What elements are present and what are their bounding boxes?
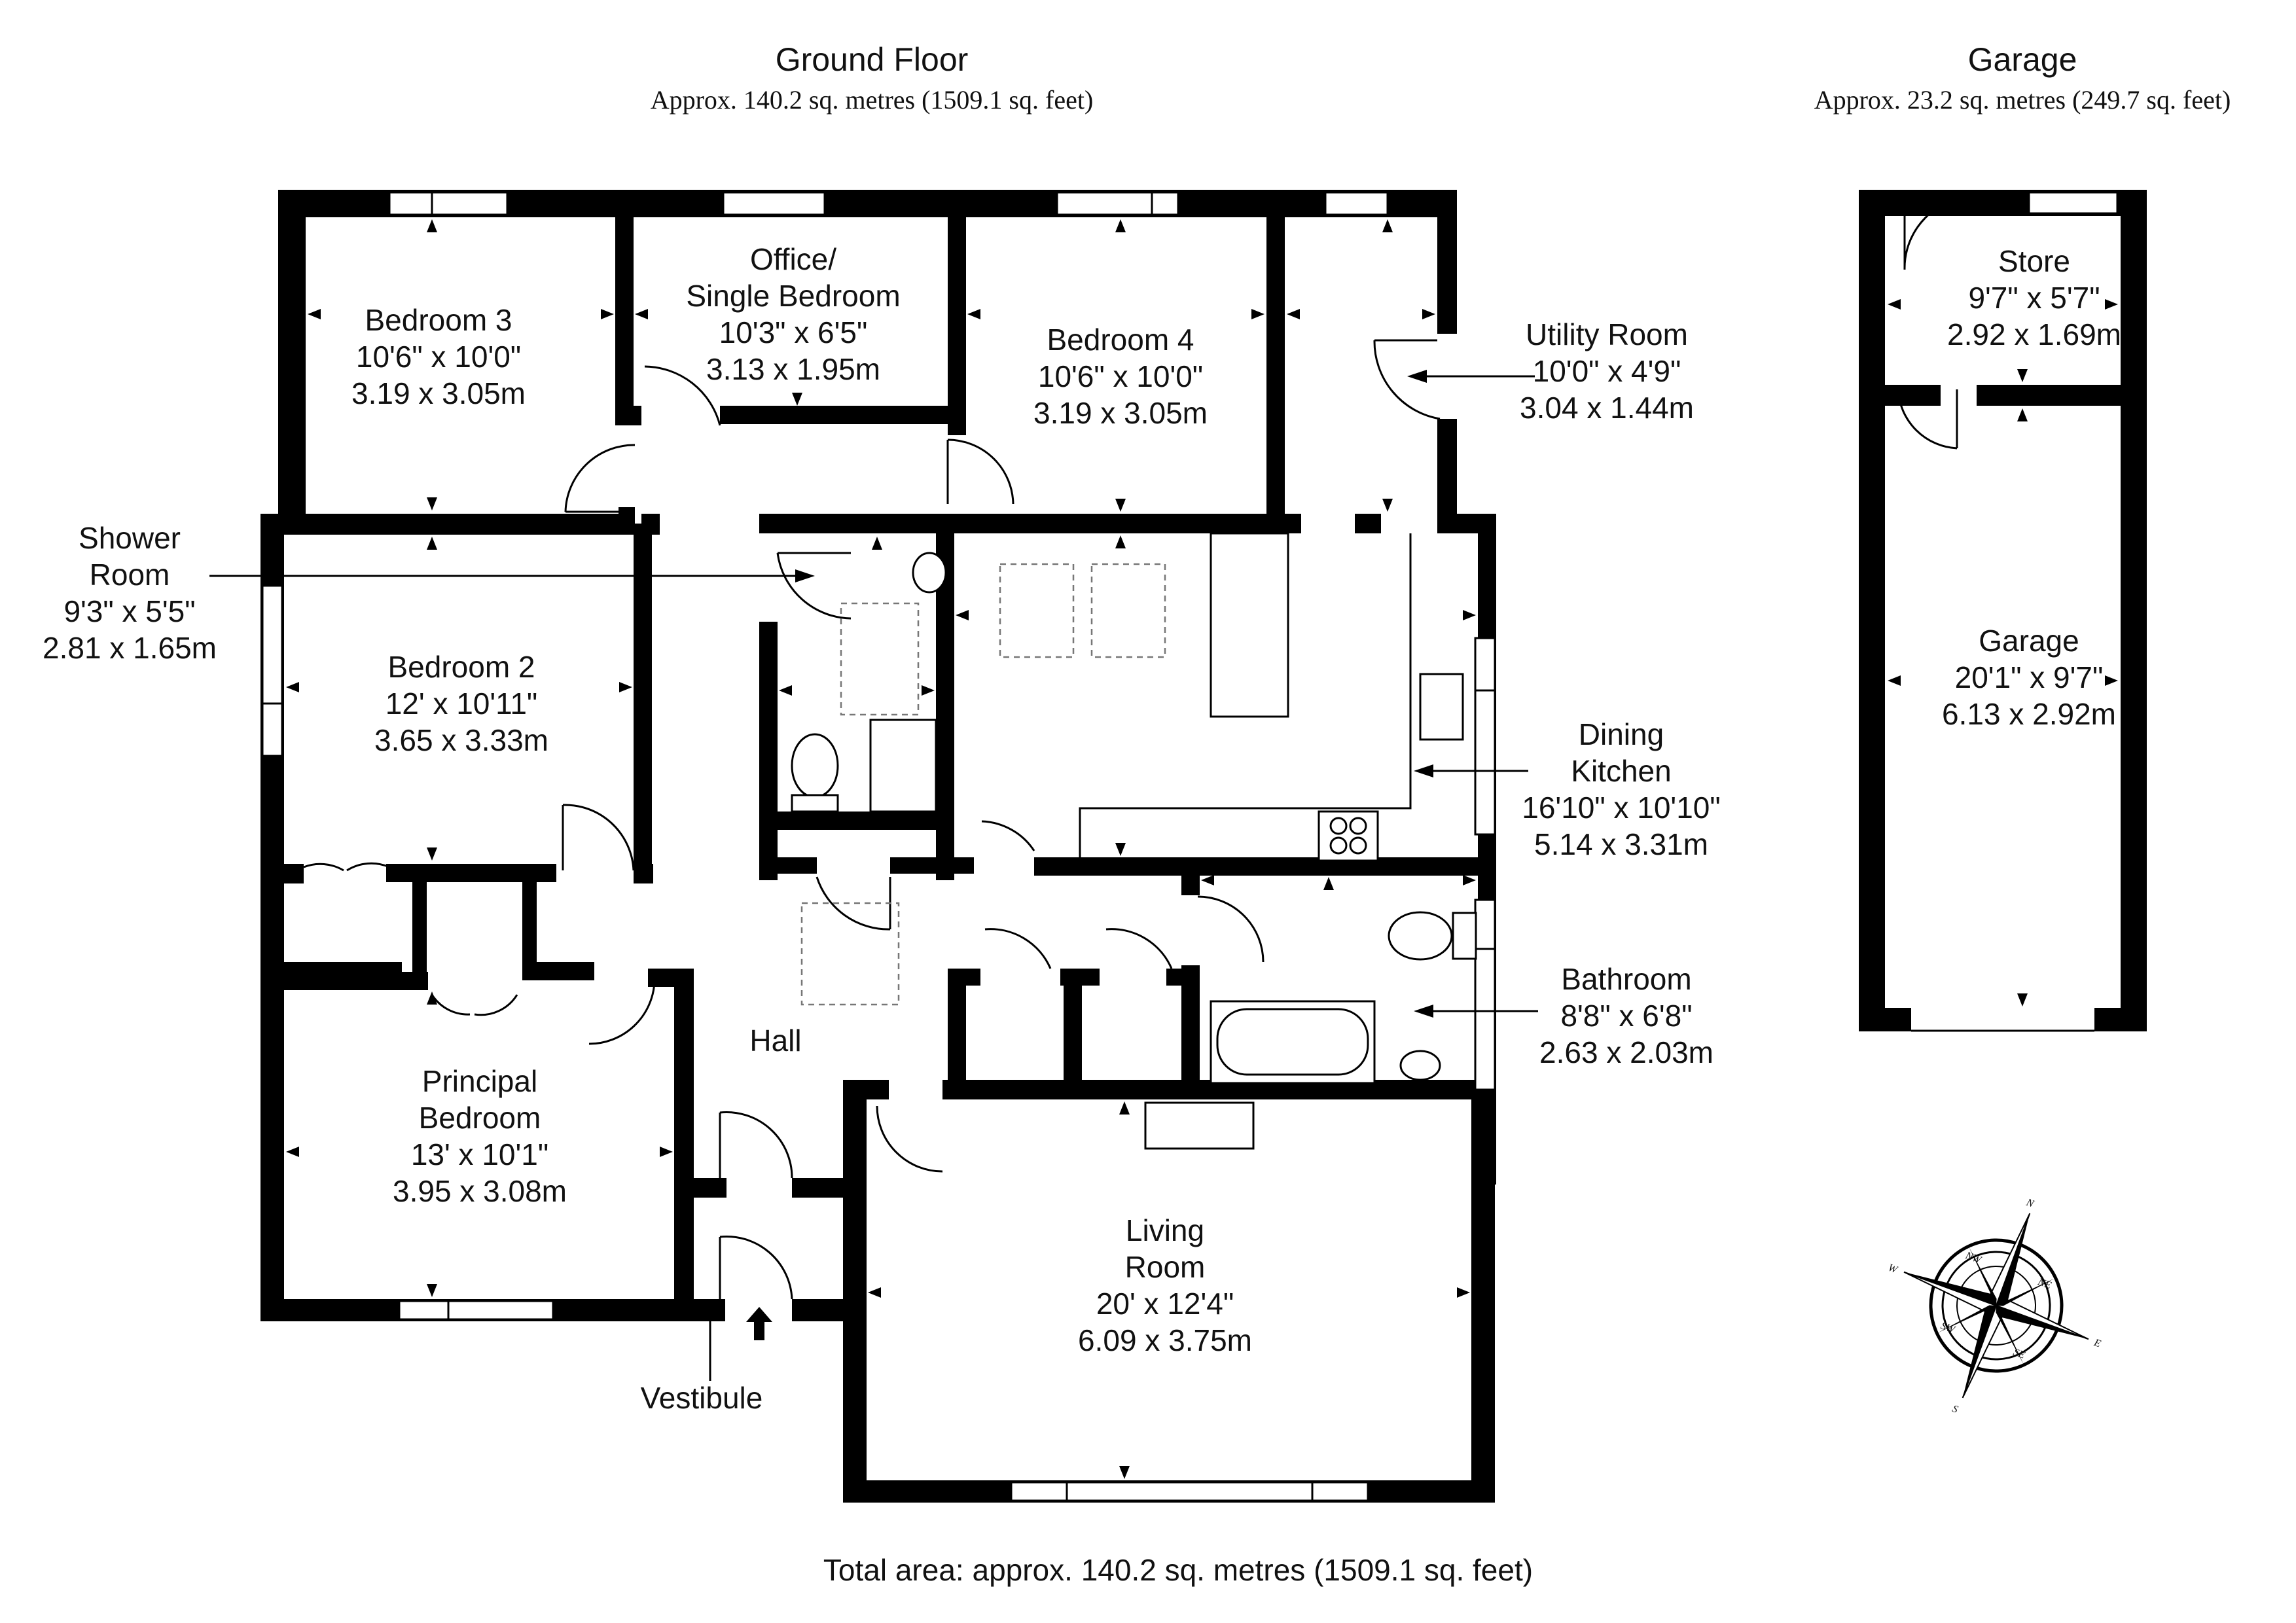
svg-text:Living: Living [1126, 1213, 1204, 1247]
svg-text:Bathroom: Bathroom [1561, 962, 1691, 996]
svg-text:2.63 x 2.03m: 2.63 x 2.03m [1539, 1035, 1713, 1069]
svg-text:3.65 x 3.33m: 3.65 x 3.33m [374, 723, 548, 757]
room-living: Living Room 20' x 12'4" 6.09 x 3.75m [1078, 1213, 1252, 1357]
svg-text:Vestibule: Vestibule [641, 1381, 763, 1415]
svg-text:10'6" x 10'0": 10'6" x 10'0" [1038, 359, 1203, 393]
room-hall: Hall [749, 1024, 801, 1058]
total-area: Total area: approx. 140.2 sq. metres (15… [823, 1553, 1533, 1587]
svg-text:Room: Room [1125, 1250, 1206, 1284]
room-bedroom-4: Bedroom 4 10'6" x 10'0" 3.19 x 3.05m [1033, 323, 1208, 430]
svg-text:3.13 x 1.95m: 3.13 x 1.95m [706, 352, 880, 386]
svg-text:Kitchen: Kitchen [1571, 754, 1671, 788]
room-kitchen: Dining Kitchen 16'10" x 10'10" 5.14 x 3.… [1522, 717, 1720, 861]
garage-building-title: Garage [1968, 41, 2077, 78]
svg-text:SW: SW [1939, 1321, 1957, 1336]
svg-text:NW: NW [1964, 1250, 1984, 1266]
svg-text:Store: Store [1998, 244, 2070, 278]
room-utility: Utility Room 10'0" x 4'9" 3.04 x 1.44m [1520, 317, 1694, 425]
svg-text:S: S [1950, 1403, 1959, 1416]
room-bedroom-2: Bedroom 2 12' x 10'11" 3.65 x 3.33m [374, 650, 548, 757]
doors [303, 339, 1441, 1300]
ground-floor-area: Approx. 140.2 sq. metres (1509.1 sq. fee… [651, 85, 1094, 115]
svg-text:3.04 x 1.44m: 3.04 x 1.44m [1520, 391, 1694, 425]
dimension-markers [286, 219, 1476, 1479]
svg-text:6.09 x 3.75m: 6.09 x 3.75m [1078, 1323, 1252, 1357]
svg-text:20'1" x 9'7": 20'1" x 9'7" [1955, 660, 2104, 694]
room-garage: Garage 20'1" x 9'7" 6.13 x 2.92m [1942, 624, 2116, 731]
svg-text:3.19 x 3.05m: 3.19 x 3.05m [351, 376, 526, 410]
room-principal-bedroom: Principal Bedroom 13' x 10'1" 3.95 x 3.0… [393, 1064, 567, 1208]
compass-rose-icon: N S E W NE NW SE SW [1886, 1197, 2102, 1416]
svg-text:5.14 x 3.31m: 5.14 x 3.31m [1534, 827, 1708, 861]
svg-text:Single Bedroom: Single Bedroom [686, 279, 900, 313]
svg-text:16'10" x 10'10": 16'10" x 10'10" [1522, 791, 1720, 825]
svg-text:2.81 x 1.65m: 2.81 x 1.65m [43, 631, 217, 665]
svg-text:3.95 x 3.08m: 3.95 x 3.08m [393, 1174, 567, 1208]
windows [261, 191, 1496, 1502]
entrance-arrow-icon [746, 1307, 772, 1340]
svg-text:Room: Room [90, 558, 170, 592]
svg-text:10'6" x 10'0": 10'6" x 10'0" [356, 340, 521, 374]
svg-text:NE: NE [2036, 1276, 2053, 1291]
garage-building-area: Approx. 23.2 sq. metres (249.7 sq. feet) [1814, 85, 2231, 115]
svg-text:Principal: Principal [422, 1064, 537, 1098]
svg-text:9'3" x 5'5": 9'3" x 5'5" [63, 594, 195, 628]
svg-text:Bedroom 2: Bedroom 2 [387, 650, 535, 684]
svg-text:Dining: Dining [1579, 717, 1664, 751]
room-store: Store 9'7" x 5'7" 2.92 x 1.69m [1947, 244, 2121, 351]
room-vestibule: Vestibule [641, 1381, 763, 1415]
svg-text:N: N [2024, 1197, 2036, 1210]
svg-text:Utility Room: Utility Room [1526, 317, 1688, 351]
svg-text:20' x 12'4": 20' x 12'4" [1096, 1287, 1234, 1321]
svg-text:SE: SE [2012, 1347, 2027, 1361]
svg-text:10'3" x 6'5": 10'3" x 6'5" [719, 315, 868, 349]
room-bathroom: Bathroom 8'8" x 6'8" 2.63 x 2.03m [1539, 962, 1713, 1069]
label-pointers [209, 370, 1538, 1381]
svg-text:9'7" x 5'7": 9'7" x 5'7" [1968, 281, 2100, 315]
svg-text:8'8" x 6'8": 8'8" x 6'8" [1560, 999, 1692, 1033]
svg-text:Bedroom: Bedroom [419, 1101, 541, 1135]
room-office: Office/ Single Bedroom 10'3" x 6'5" 3.13… [686, 242, 900, 386]
garage-walls [1859, 190, 2147, 1032]
svg-text:E: E [2092, 1337, 2102, 1350]
fixtures [791, 532, 1477, 1150]
svg-text:Office/: Office/ [750, 242, 836, 276]
svg-text:Hall: Hall [749, 1024, 801, 1058]
ground-floor-title: Ground Floor [776, 41, 969, 78]
room-shower: Shower Room 9'3" x 5'5" 2.81 x 1.65m [43, 521, 217, 665]
svg-text:Shower: Shower [79, 521, 181, 555]
svg-text:12' x 10'11": 12' x 10'11" [386, 687, 538, 721]
svg-text:6.13 x 2.92m: 6.13 x 2.92m [1942, 697, 2116, 731]
svg-text:3.19 x 3.05m: 3.19 x 3.05m [1033, 396, 1208, 430]
svg-text:2.92 x 1.69m: 2.92 x 1.69m [1947, 317, 2121, 351]
svg-text:10'0" x 4'9": 10'0" x 4'9" [1533, 354, 1681, 388]
room-bedroom-3: Bedroom 3 10'6" x 10'0" 3.19 x 3.05m [351, 303, 526, 410]
svg-text:Bedroom 3: Bedroom 3 [365, 303, 512, 337]
svg-text:W: W [1886, 1262, 1899, 1276]
svg-text:Bedroom 4: Bedroom 4 [1047, 323, 1194, 357]
svg-text:Garage: Garage [1979, 624, 2079, 658]
svg-text:13' x 10'1": 13' x 10'1" [411, 1137, 548, 1171]
